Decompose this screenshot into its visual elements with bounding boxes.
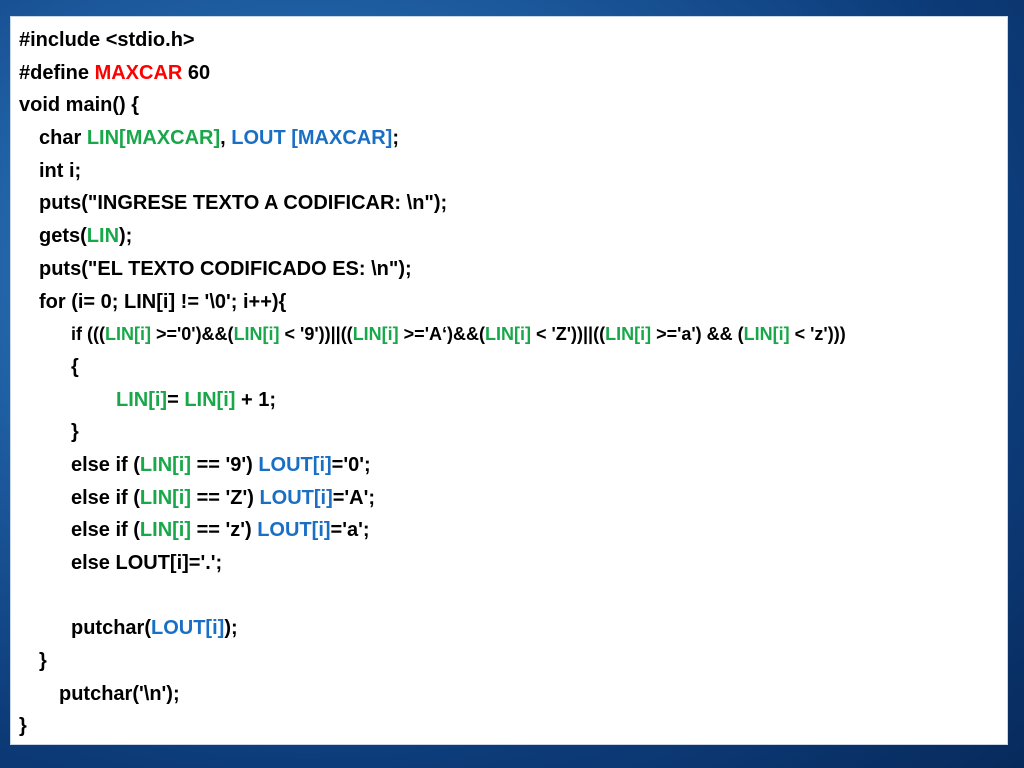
code-token: } (39, 650, 47, 673)
code-line: putchar(LOUT[i]); (19, 612, 846, 645)
code-token: + 1; (235, 388, 277, 411)
code-line: else if (LIN[i] == '9') LOUT[i]='0'; (19, 449, 846, 482)
code-token: == '9') (191, 453, 259, 476)
code-line: } (19, 416, 846, 449)
code-token: else if ( (71, 453, 140, 476)
code-token: LIN[i] (233, 324, 280, 345)
code-token: char (39, 127, 87, 150)
code-line: #define MAXCAR 60 (19, 57, 846, 90)
code-token: int i; (39, 159, 82, 182)
code-token: LIN[i] (484, 324, 531, 345)
code-token: ); (224, 617, 238, 640)
code-token: LOUT[i] (258, 453, 332, 476)
code-token: LOUT [MAXCAR] (231, 127, 393, 150)
code-token: else LOUT[i]='.'; (71, 552, 223, 574)
code-line: } (19, 645, 846, 678)
code-line: } (19, 710, 846, 743)
code-token: LIN[i] (743, 324, 790, 345)
code-token: } (71, 421, 79, 444)
code-token: } (19, 715, 27, 738)
code-token: putchar( (71, 617, 151, 640)
code-token: #define (19, 61, 95, 84)
code-line: void main() { (19, 89, 846, 122)
code-line: { (19, 351, 846, 384)
code-line: puts("EL TEXTO CODIFICADO ES: \n"); (19, 253, 846, 286)
code-token: ); (119, 225, 133, 248)
code-line: for (i= 0; LIN[i] != '\0'; i++){ (19, 286, 846, 319)
code-token: ='A'; (332, 486, 376, 509)
code-line (19, 580, 846, 613)
code-token: LIN[i] (104, 324, 151, 345)
code-token: for (i= 0; LIN[i] != '\0'; i++){ (39, 290, 287, 313)
code-token: LIN (86, 225, 120, 248)
code-token: >='A‘)&&( (398, 324, 485, 345)
code-token: ='0'; (331, 453, 371, 476)
code-token: ; (392, 127, 400, 150)
code-token: #include <stdio.h> (19, 29, 195, 51)
code-token: LIN[i] (605, 324, 652, 345)
code-token: LOUT[i] (151, 617, 225, 640)
code-token: else if ( (71, 486, 140, 509)
code-token: < '9'))||(( (279, 324, 353, 345)
code-token: LIN[i] (352, 324, 399, 345)
code-token: LIN[i] (139, 486, 192, 509)
code-token: 60 (182, 61, 211, 84)
code-line: else LOUT[i]='.'; (19, 547, 846, 580)
code-token: , (220, 127, 232, 150)
code-token: puts("INGRESE TEXTO A CODIFICAR: \n"); (39, 192, 448, 215)
code-token: LOUT[i] (257, 519, 331, 542)
code-token: if ((( (71, 324, 105, 345)
code-line: puts("INGRESE TEXTO A CODIFICAR: \n"); (19, 187, 846, 220)
code-token: >='0')&&( (150, 324, 234, 345)
code-token: LIN[i] (139, 519, 192, 542)
code-line: LIN[i]= LIN[i] + 1; (19, 384, 846, 417)
code-token: LOUT[i] (259, 486, 333, 509)
code-token: < 'Z'))||(( (530, 324, 606, 345)
code-token: MAXCAR (94, 61, 183, 84)
code-line: char LIN[MAXCAR], LOUT [MAXCAR]; (19, 122, 846, 155)
code-token: LIN[i] (116, 388, 168, 411)
code-token: LIN[i] (184, 388, 236, 411)
slide-frame: #include <stdio.h> #define MAXCAR 60 void … (10, 16, 1008, 745)
code-token: void main() { (19, 94, 140, 117)
code-token: LIN[MAXCAR] (86, 127, 221, 150)
code-token: == 'Z') (191, 486, 260, 509)
code-token: < 'z'))) (789, 324, 846, 345)
code-token: ='a'; (330, 519, 370, 542)
code-line: #include <stdio.h> (19, 24, 846, 57)
code-token: = (167, 388, 185, 411)
code-token: >='a') && ( (651, 324, 744, 345)
code-line: putchar('\n'); (19, 678, 846, 711)
code-block: #include <stdio.h> #define MAXCAR 60 void … (19, 24, 846, 743)
code-line: if (((LIN[i] >='0')&&(LIN[i] < '9'))||((… (19, 318, 846, 351)
code-line: gets(LIN); (19, 220, 846, 253)
code-line: else if (LIN[i] == 'z') LOUT[i]='a'; (19, 514, 846, 547)
code-line: else if (LIN[i] == 'Z') LOUT[i]='A'; (19, 482, 846, 515)
code-line: int i; (19, 155, 846, 188)
code-token: == 'z') (191, 519, 258, 542)
code-token: { (71, 355, 79, 378)
code-token: else if ( (71, 519, 140, 542)
code-token: gets( (39, 225, 87, 248)
code-token: puts("EL TEXTO CODIFICADO ES: \n"); (39, 257, 412, 280)
code-token: putchar('\n'); (59, 682, 180, 705)
code-token: LIN[i] (139, 453, 192, 476)
